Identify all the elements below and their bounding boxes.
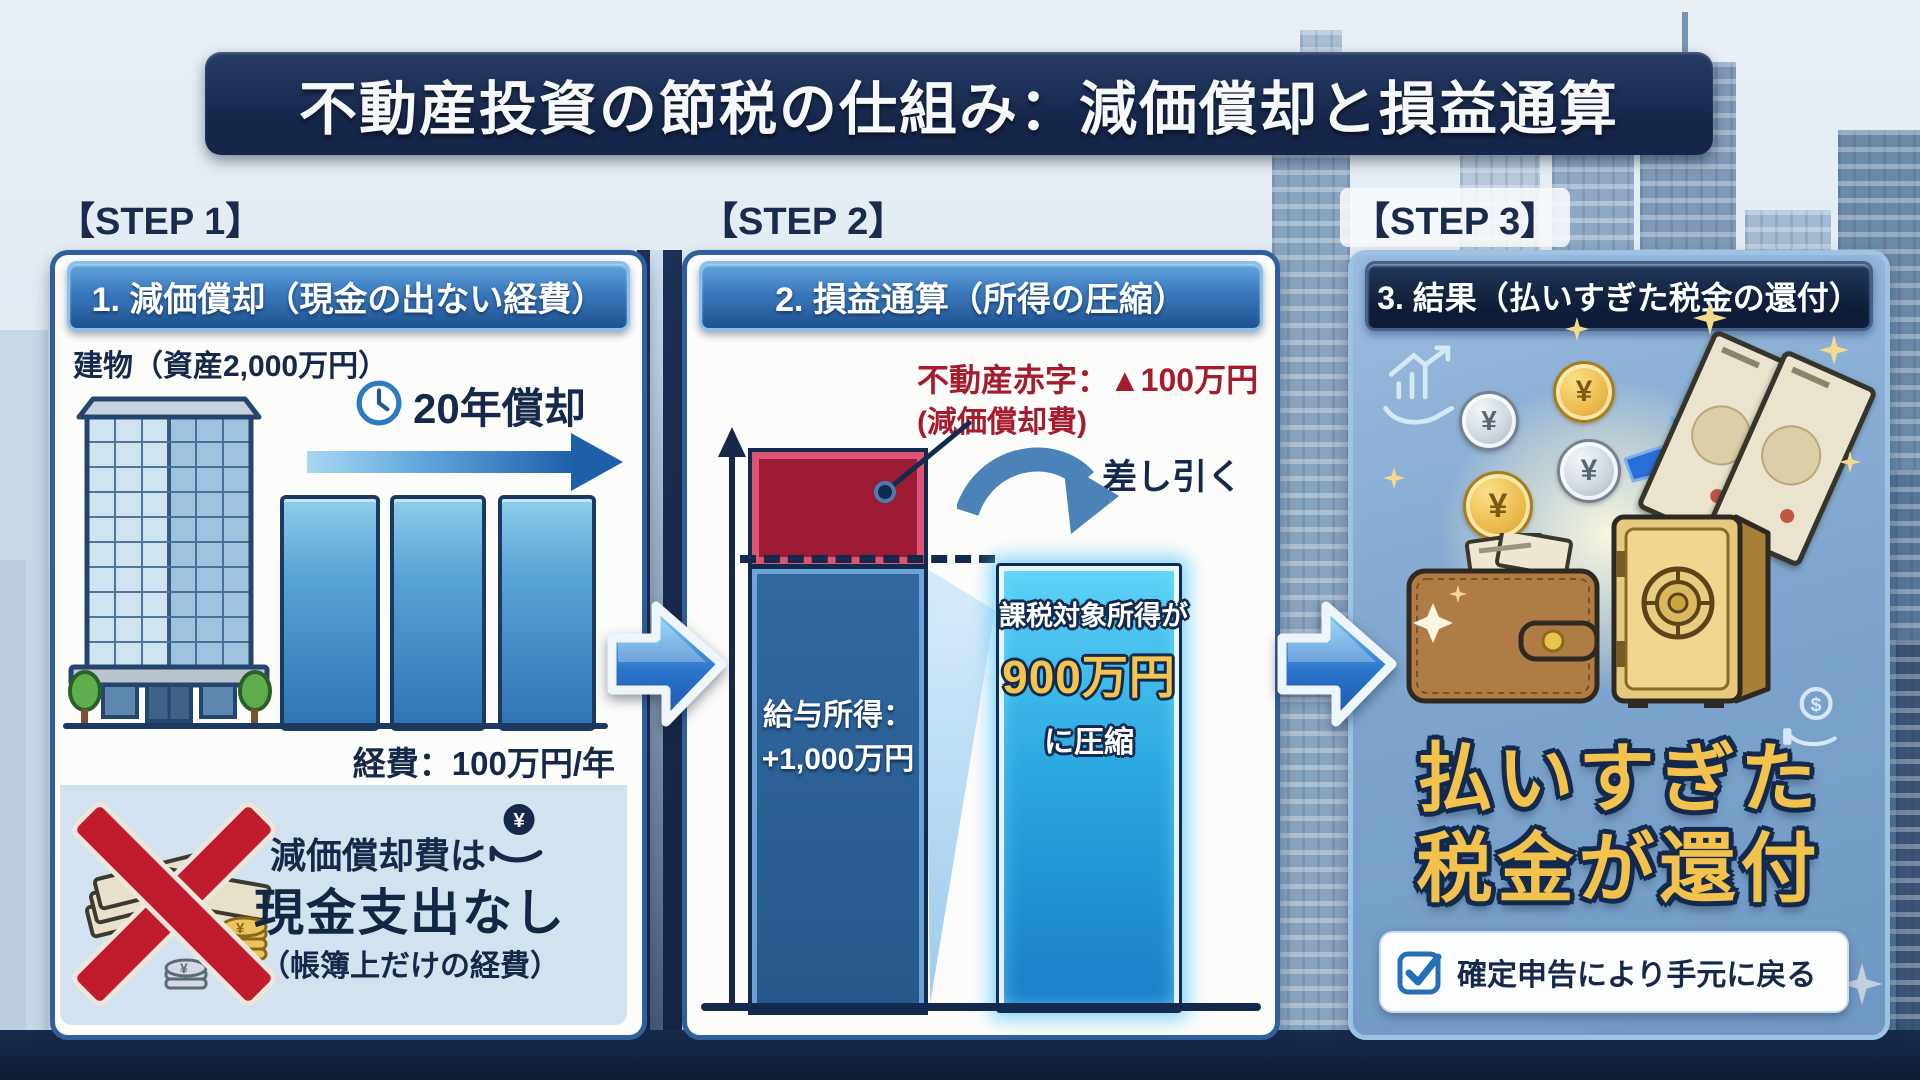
page-title: 不動産投資の節税の仕組み：減価償却と損益通算 (298, 76, 1619, 142)
gold-coin: ¥ (1463, 471, 1533, 541)
x-axis (701, 1003, 1261, 1011)
chart-growth-icon (1383, 345, 1455, 425)
refund-headline-line2: 税金が還付 (1416, 827, 1822, 912)
building-silhouette (1272, 85, 1350, 1030)
step2-header: 2. 損益通算（所得の圧縮） (699, 261, 1263, 331)
step2-header-text: 2. 損益通算（所得の圧縮） (775, 280, 1187, 319)
step3-card: 3. 結果（払いすぎた税金の還付） ¥ ¥ ¥ ¥ (1348, 250, 1890, 1040)
step3-label: 【STEP 3】 (1340, 188, 1571, 247)
depreciation-bar (390, 495, 486, 731)
step1-card: 1. 減価償却（現金の出ない経費） 建物（資産2,000万円） (50, 250, 647, 1040)
compress-line1: 課税対象所得が (999, 601, 1188, 631)
y-axis-arrow (718, 427, 746, 457)
antenna (1682, 12, 1688, 64)
note-line1: 減価償却費は (270, 835, 487, 876)
deficit-label-line1: 不動産赤字：▲100万円 (917, 362, 1259, 398)
y-axis (729, 455, 735, 1007)
timeline-arrow (307, 451, 575, 473)
taxable-income-bar: 課税対象所得が 900万円 に圧縮 (996, 563, 1188, 1013)
step1-header: 1. 減価償却（現金の出ない経費） (67, 261, 630, 331)
step3-header-text: 3. 結果（払いすぎた税金の還付） (1377, 280, 1861, 316)
depreciation-period-label: 20年償却 (413, 385, 586, 432)
footnote-text: 確定申告により手元に戻る (1457, 959, 1817, 992)
banknote-portrait (1751, 415, 1831, 496)
no-cash-panel: ¥ ¥ ¥ 減価償却費は ¥ (60, 785, 627, 1025)
offset-dashed-line (740, 555, 995, 563)
banknote-mark (1721, 346, 1761, 369)
step2-label: 【STEP 2】 (700, 201, 907, 243)
compress-amount: 900万円 (1002, 651, 1176, 703)
sparkle-icon (1819, 335, 1849, 365)
depreciation-bar (280, 495, 380, 731)
yen-symbol: ¥ (513, 809, 525, 832)
banknote-mark (1791, 366, 1831, 389)
money-hand-icon: $ (1783, 687, 1837, 747)
silver-coin: ¥ (1557, 439, 1621, 503)
chevron-arrow-icon (607, 601, 727, 727)
deficit-label-line2: (減価償却費) (917, 406, 1087, 439)
clock-icon (356, 380, 402, 426)
svg-text:¥: ¥ (180, 960, 188, 976)
compress-line3: に圧縮 (1044, 726, 1134, 759)
yen-symbol: ¥ (1575, 375, 1593, 408)
banknote-seal (1777, 506, 1797, 526)
depreciation-bar (498, 495, 596, 731)
expense-label: 経費：100万円/年 (352, 745, 615, 782)
yen-hand-icon: ¥ (489, 804, 543, 863)
footnote-box: 確定申告により手元に戻る (1379, 931, 1849, 1013)
svg-text:¥: ¥ (236, 920, 245, 937)
note-line2: 現金支出なし (254, 885, 566, 941)
building-silhouette (1896, 640, 1920, 1030)
silver-coin: ¥ (1459, 391, 1519, 451)
title-banner: 不動産投資の節税の仕組み：減価償却と損益通算 (205, 52, 1713, 155)
salary-label-line2: +1,000万円 (761, 743, 915, 776)
building-asset-label: 建物（資産2,000万円） (73, 350, 389, 383)
refund-headline-line1: 払いすぎた (1416, 737, 1822, 822)
timeline-arrow-head (571, 433, 623, 491)
checkbox-icon (1397, 951, 1442, 995)
salary-label-line1: 給与所得： (763, 699, 913, 732)
salary-income-bar: 給与所得： +1,000万円 (748, 565, 928, 1015)
ground-baseline (63, 723, 608, 729)
step3-header: 3. 結果（払いすぎた税金の還付） (1365, 261, 1873, 331)
office-building-illustration (68, 396, 272, 723)
gold-coin: ¥ (1553, 361, 1615, 423)
safe-illustration (1611, 514, 1771, 708)
yen-symbol: ¥ (1481, 405, 1497, 436)
step1-header-text: 1. 減価償却（現金の出ない経費） (91, 280, 606, 319)
chevron-arrow-icon (1277, 601, 1397, 727)
building-silhouette (0, 560, 26, 1030)
callout-line (874, 420, 972, 503)
curved-arrow-icon (957, 447, 1119, 534)
step2-card: 2. 損益通算（所得の圧縮） 不動産赤字：▲100万円 (減価償却費) 差し引く… (682, 250, 1280, 1040)
dollar-symbol: $ (1811, 694, 1822, 716)
subtract-label: 差し引く (1102, 458, 1243, 497)
red-x-icon: ¥ ¥ ¥ (72, 802, 276, 1006)
wallet-illustration (1406, 533, 1600, 704)
yen-symbol: ¥ (1488, 486, 1508, 525)
step1-label: 【STEP 1】 (57, 201, 264, 243)
compression-wedge (924, 567, 995, 1003)
yen-symbol: ¥ (1580, 454, 1598, 487)
note-line3: （帳簿上だけの経費） (260, 950, 560, 983)
